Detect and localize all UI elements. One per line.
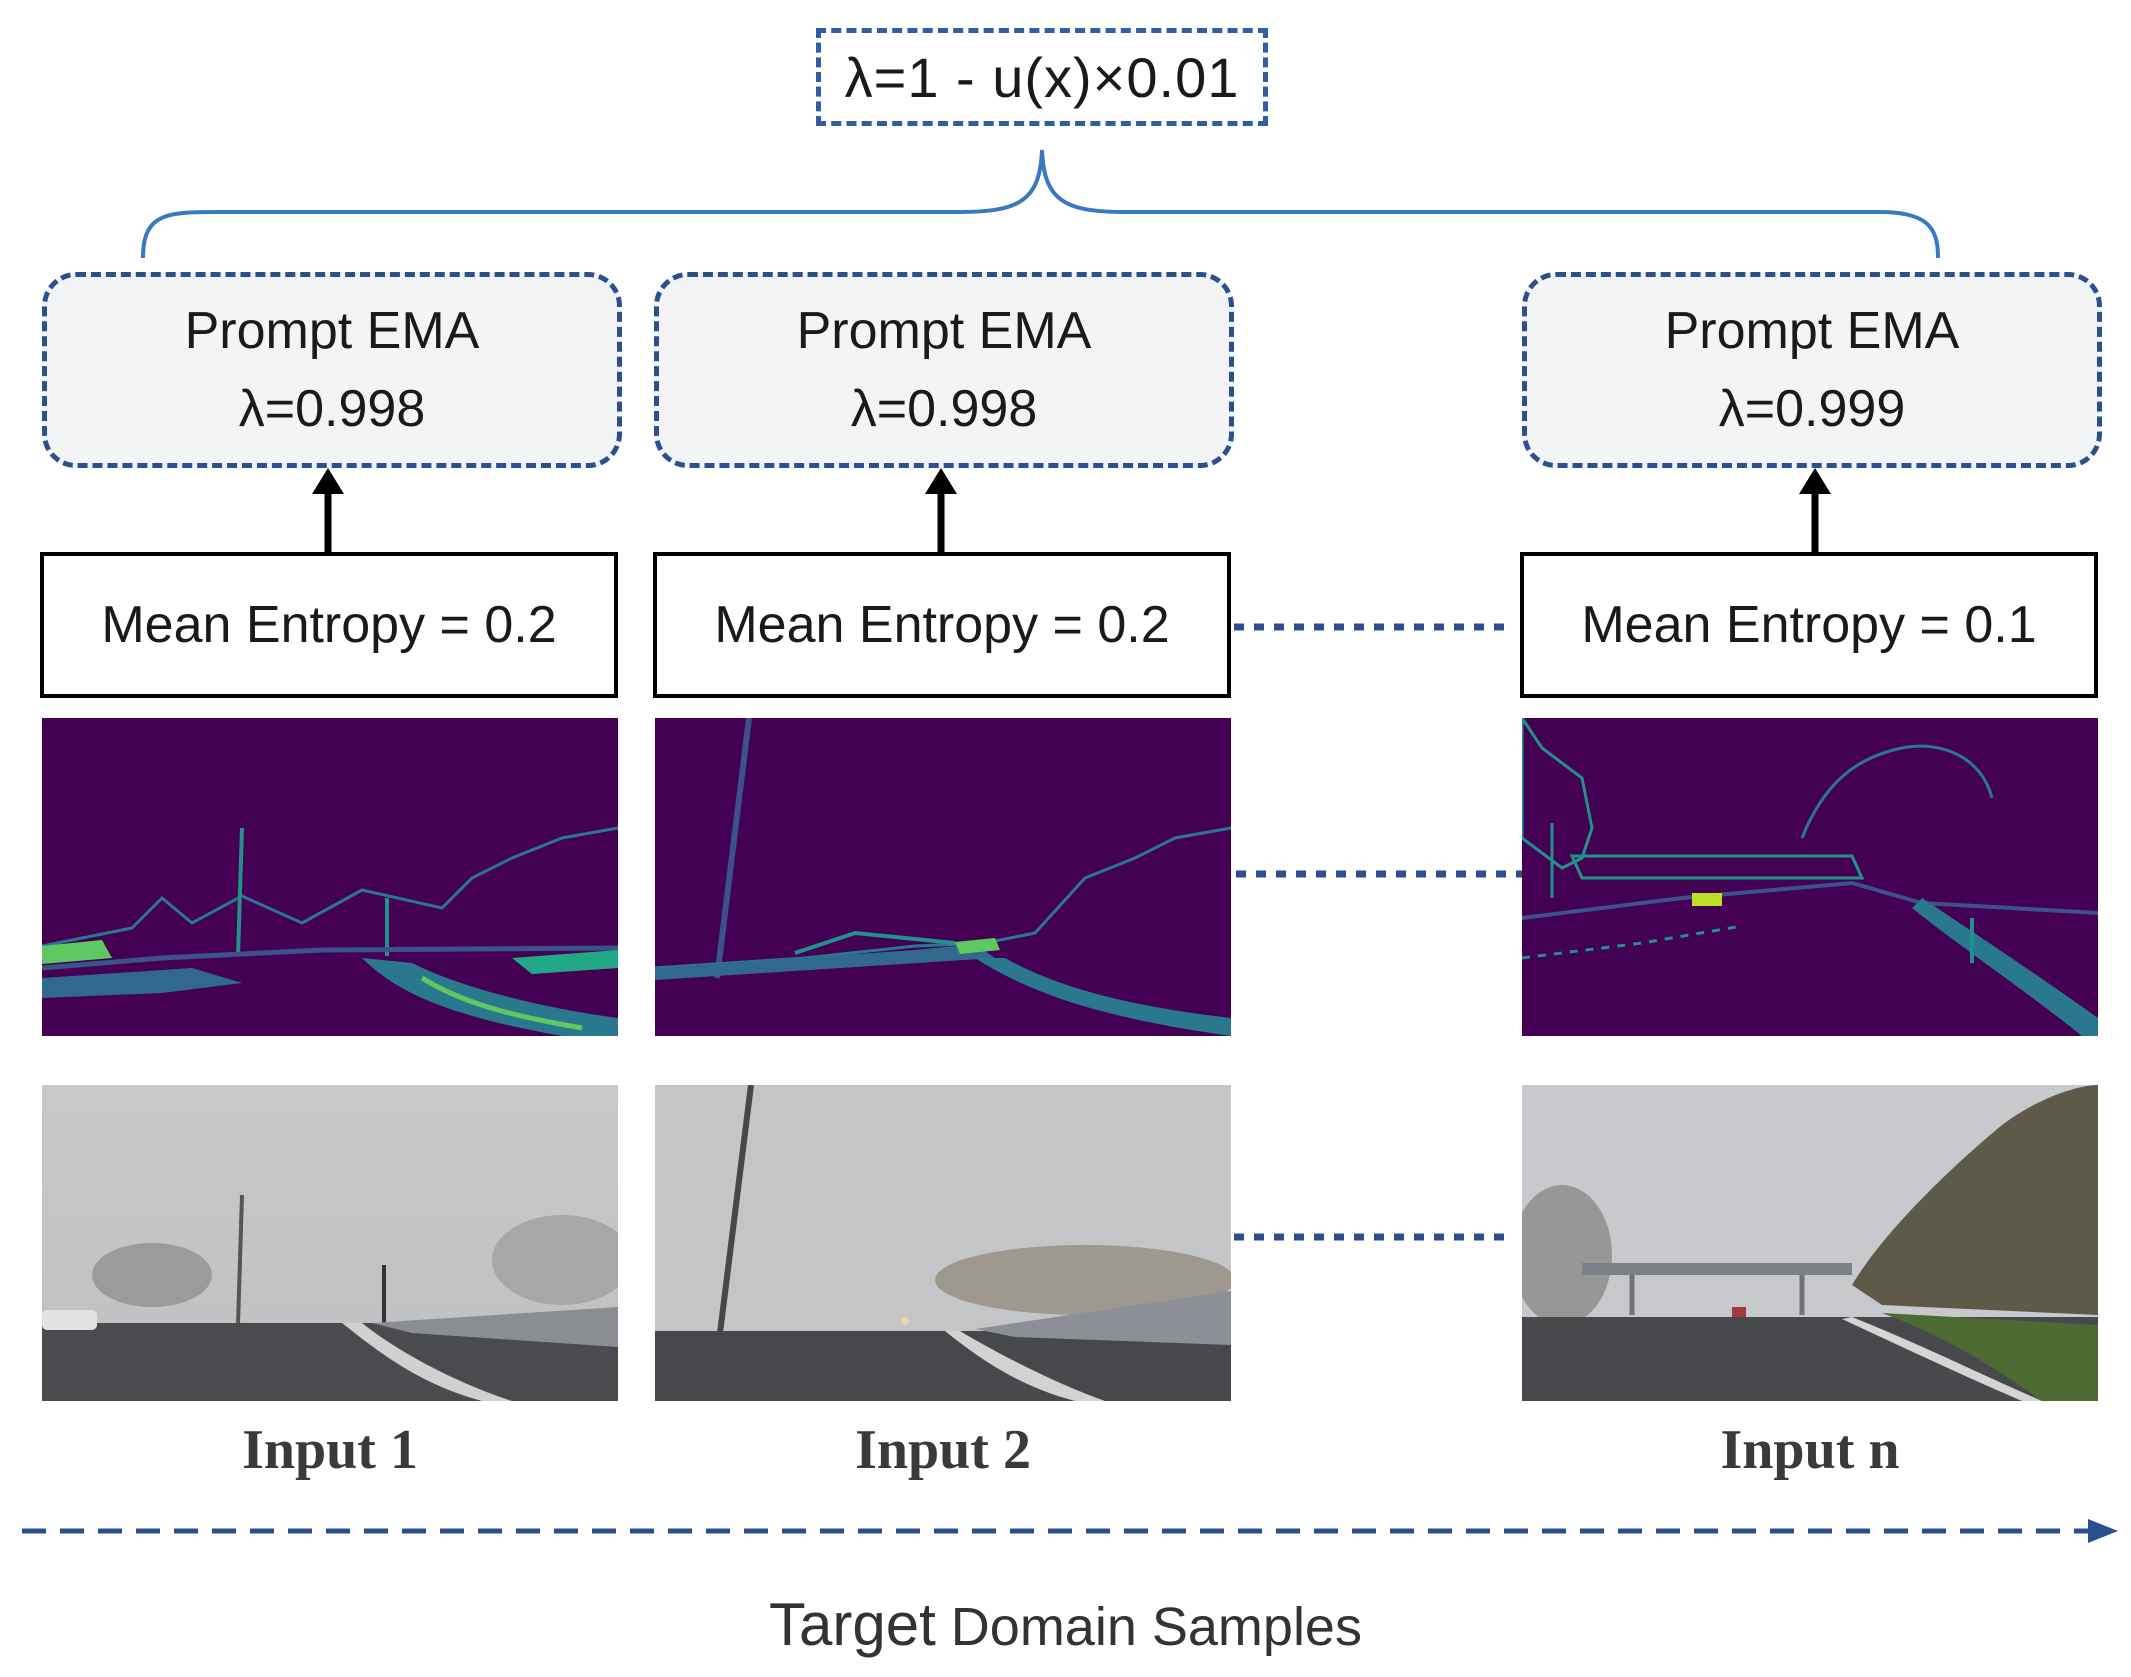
entropy-map-1 (42, 718, 618, 1036)
mean-entropy-box-3: Mean Entropy = 0.1 (1520, 552, 2098, 698)
prompt-ema-lambda: λ=0.998 (238, 380, 426, 438)
input-caption-1: Input 1 (242, 1419, 418, 1481)
lambda-formula-box: λ=1 - u(x)×0.01 (816, 28, 1268, 126)
entropy-map-n (1522, 718, 2098, 1036)
input-caption-n: Input n (1720, 1419, 1900, 1481)
mean-entropy-text: Mean Entropy = 0.2 (714, 596, 1170, 654)
mean-entropy-text: Mean Entropy = 0.1 (1581, 596, 2037, 654)
target-domain-arrowhead (2088, 1519, 2118, 1543)
entropy-map-2 (655, 718, 1231, 1036)
target-domain-label-part1: Target (769, 1591, 936, 1658)
target-domain-label: Target Domain Samples (0, 1590, 2131, 1659)
prompt-ema-box-2: Prompt EMA λ=0.998 (654, 272, 1234, 468)
prompt-ema-box-3: Prompt EMA λ=0.999 (1522, 272, 2102, 468)
prompt-ema-lambda: λ=0.999 (1718, 380, 1906, 438)
up-arrow-2 (925, 468, 957, 552)
prompt-ema-title: Prompt EMA (184, 302, 480, 360)
input-caption-2: Input 2 (855, 1419, 1031, 1481)
prompt-ema-title: Prompt EMA (1664, 302, 1960, 360)
mean-entropy-box-2: Mean Entropy = 0.2 (653, 552, 1231, 698)
prompt-ema-title: Prompt EMA (796, 302, 1092, 360)
prompt-ema-lambda: λ=0.998 (850, 380, 1038, 438)
prompt-ema-box-1: Prompt EMA λ=0.998 (42, 272, 622, 468)
input-image-2 (655, 1085, 1231, 1401)
mean-entropy-box-1: Mean Entropy = 0.2 (40, 552, 618, 698)
input-image-1 (42, 1085, 618, 1401)
mean-entropy-text: Mean Entropy = 0.2 (101, 596, 557, 654)
lambda-formula-text: λ=1 - u(x)×0.01 (844, 45, 1240, 109)
input-image-n (1522, 1085, 2098, 1401)
up-arrow-1 (312, 468, 344, 552)
brace-connector (141, 149, 1940, 259)
target-domain-label-part2: Domain Samples (950, 1597, 1362, 1657)
up-arrow-3 (1799, 468, 1831, 552)
